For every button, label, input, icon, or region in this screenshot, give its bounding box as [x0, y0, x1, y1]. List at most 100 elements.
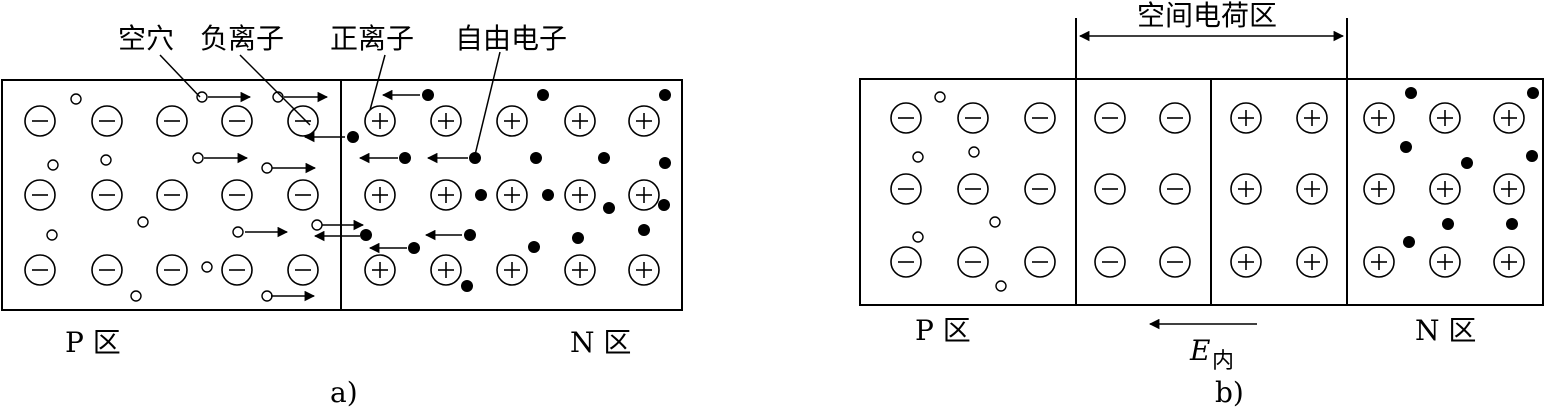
panel-a-holes	[46, 91, 323, 302]
positive-ion	[1429, 246, 1461, 278]
negative-ion	[156, 254, 188, 286]
hole	[47, 159, 59, 171]
positive-ion	[1429, 173, 1461, 205]
positive-ion	[364, 179, 396, 211]
panel-b-caption: b)	[1215, 376, 1244, 409]
leader-positive-ion	[369, 54, 386, 111]
positive-ion	[364, 105, 396, 137]
panel-a-p-region: P 区	[65, 326, 121, 359]
negative-ion	[1159, 246, 1191, 278]
positive-ion	[430, 254, 462, 286]
positive-ion	[1493, 173, 1525, 205]
free-electron	[1526, 150, 1538, 162]
negative-ion	[24, 179, 56, 211]
positive-ion	[1230, 102, 1262, 134]
hole	[196, 91, 208, 103]
space-charge-label: 空间电荷区	[1137, 0, 1277, 32]
panel-a-caption: a)	[330, 376, 358, 409]
free-electron	[1461, 157, 1473, 169]
positive-ion	[1429, 102, 1461, 134]
negative-ion	[1024, 102, 1056, 134]
negative-ion	[1159, 173, 1191, 205]
panel-b-negative-ions	[890, 102, 1191, 278]
free-electron	[572, 232, 584, 244]
positive-ion	[364, 254, 396, 286]
internal-field-subscript: 内	[1212, 349, 1234, 374]
negative-ion	[1024, 173, 1056, 205]
negative-ion	[91, 105, 123, 137]
free-electron	[461, 280, 473, 292]
free-electron	[360, 229, 372, 241]
panel-a-n-region: N 区	[570, 326, 631, 359]
free-electron	[1442, 218, 1454, 230]
free-electron	[658, 199, 670, 211]
positive-ion	[1493, 102, 1525, 134]
negative-ion	[890, 246, 922, 278]
positive-ion	[1296, 102, 1328, 134]
panel-a-negative-ions	[24, 105, 319, 286]
hole	[968, 146, 980, 158]
negative-ion	[221, 254, 253, 286]
panel-a-electrons	[347, 89, 671, 292]
hole	[934, 91, 946, 103]
positive-ion	[430, 179, 462, 211]
hole	[100, 154, 112, 166]
internal-field-symbol: E	[1189, 334, 1210, 367]
free-electron	[598, 152, 610, 164]
hole	[995, 280, 1007, 292]
negative-ion	[221, 105, 253, 137]
label-free-electron: 自由电子	[455, 22, 567, 55]
positive-ion	[1296, 173, 1328, 205]
hole	[192, 152, 204, 164]
negative-ion	[957, 102, 989, 134]
free-electron	[464, 229, 476, 241]
panel-b-box	[859, 78, 1544, 306]
leader-negative-ion	[239, 54, 311, 126]
positive-ion	[1230, 173, 1262, 205]
hole	[311, 219, 323, 231]
hole	[46, 229, 58, 241]
negative-ion	[24, 105, 56, 137]
free-electron	[408, 242, 420, 254]
hole	[912, 231, 924, 243]
free-electron	[475, 189, 487, 201]
negative-ion	[91, 254, 123, 286]
hole	[70, 93, 82, 105]
free-electron	[638, 224, 650, 236]
hole	[989, 216, 1001, 228]
hole	[232, 226, 244, 238]
negative-ion	[890, 102, 922, 134]
free-electron	[537, 89, 549, 101]
negative-ion	[221, 179, 253, 211]
negative-ion	[1094, 246, 1126, 278]
leader-free-electron	[474, 51, 501, 156]
negative-ion	[287, 254, 319, 286]
free-electron	[530, 152, 542, 164]
positive-ion	[628, 179, 660, 211]
leader-hole	[159, 54, 201, 98]
free-electron	[1400, 141, 1412, 153]
negative-ion	[91, 179, 123, 211]
free-electron	[469, 152, 481, 164]
negative-ion	[890, 173, 922, 205]
negative-ion	[1094, 102, 1126, 134]
hole	[137, 216, 149, 228]
positive-ion	[1363, 246, 1395, 278]
positive-ion	[1230, 246, 1262, 278]
free-electron	[659, 89, 671, 101]
free-electron	[1405, 87, 1417, 99]
positive-ion	[1363, 102, 1395, 134]
positive-ion	[496, 179, 528, 211]
panel-b-n-region: N 区	[1415, 314, 1476, 347]
negative-ion	[156, 179, 188, 211]
negative-ion	[1024, 246, 1056, 278]
hole	[912, 151, 924, 163]
panel-a: 空穴 负离子 正离子 自由电子 P 区 N 区 a)	[1, 22, 683, 409]
panel-b: 空间电荷区 E 内 P 区 N 区 b)	[859, 0, 1544, 409]
panel-b-holes	[912, 91, 1007, 292]
positive-ion	[564, 179, 596, 211]
negative-ion	[957, 173, 989, 205]
hole	[201, 261, 213, 273]
free-electron	[542, 189, 554, 201]
free-electron	[603, 202, 615, 214]
